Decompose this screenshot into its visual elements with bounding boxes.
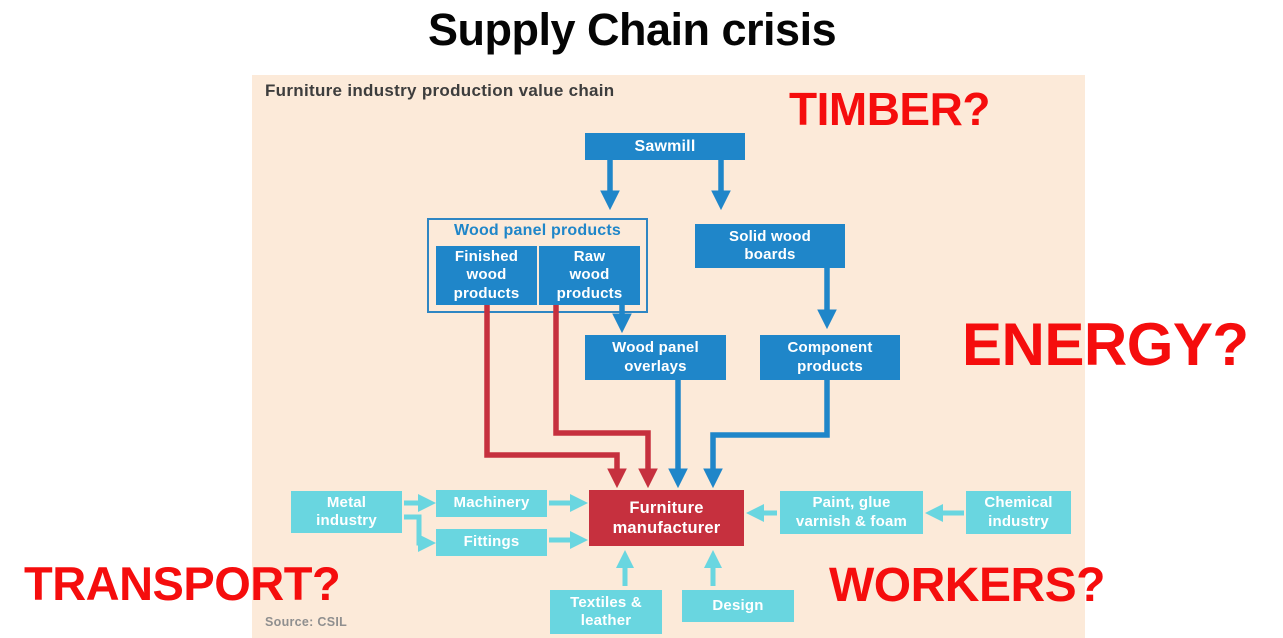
node-paint-glue-varnish-foam: Paint, glue varnish & foam	[780, 491, 923, 534]
source-note: Source: CSIL	[265, 615, 348, 629]
group-label: Wood panel products	[453, 222, 622, 239]
annotation-transport: TRANSPORT?	[24, 557, 341, 610]
annotation-timber: TIMBER?	[789, 83, 990, 135]
annotation-workers: WORKERS?	[829, 559, 1105, 612]
node-chemical-industry: Chemical industry	[966, 491, 1071, 534]
node-finished-wood-products: Finished wood products	[436, 246, 537, 305]
node-component-products: Component products	[760, 335, 900, 380]
node-fittings: Fittings	[436, 529, 547, 556]
page-title: Supply Chain crisis	[428, 4, 837, 55]
diagram-heading: Furniture industry production value chai…	[265, 81, 615, 100]
node-sawmill: Sawmill	[585, 133, 745, 160]
node-metal-industry: Metal industry	[291, 491, 402, 533]
node-textiles-leather: Textiles & leather	[550, 590, 662, 634]
node-raw-wood-products: Raw wood products	[539, 246, 640, 305]
annotation-energy: ENERGY?	[962, 311, 1249, 378]
node-design: Design	[682, 590, 794, 622]
node-solid-wood-boards: Solid wood boards	[695, 224, 845, 268]
node-machinery: Machinery	[436, 490, 547, 517]
node-furniture-manufacturer: Furniture manufacturer	[589, 490, 744, 546]
node-wood-panel-overlays: Wood panel overlays	[585, 335, 726, 380]
